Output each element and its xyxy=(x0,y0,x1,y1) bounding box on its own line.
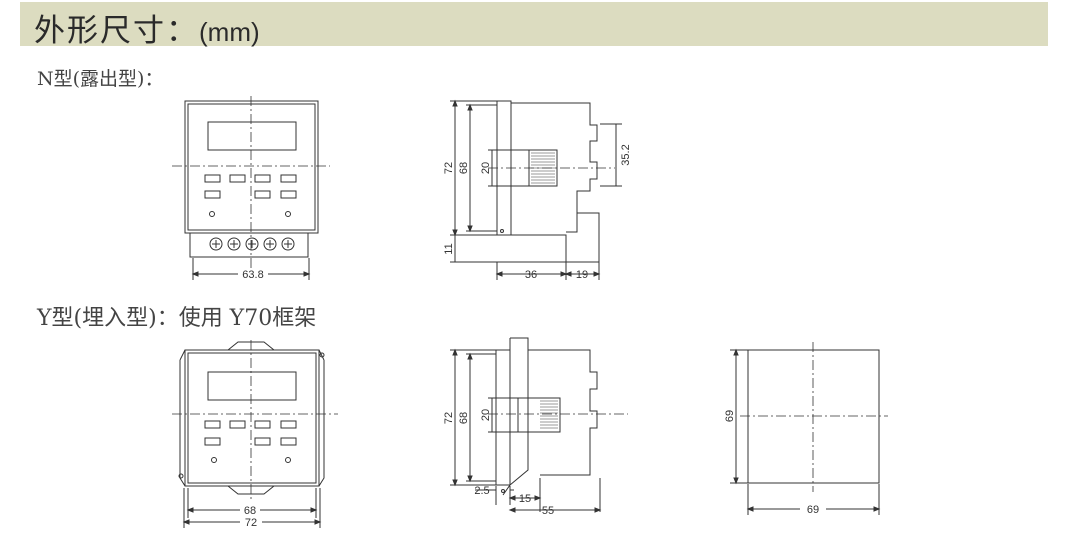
dim-n-side-terminal: 19 xyxy=(576,269,588,281)
dim-n-side-depth: 36 xyxy=(525,269,537,281)
dim-y-side-height-outer: 72 xyxy=(443,412,455,424)
y-side-body xyxy=(540,349,598,476)
n-front-display xyxy=(207,121,297,151)
dim-n-side-height-outer: 72 xyxy=(443,162,455,174)
n-front-body xyxy=(184,100,319,234)
dim-y-front-inner: 68 xyxy=(244,505,256,517)
dim-y-front-outer: 72 xyxy=(245,517,257,529)
y-type-label: Y型(埋入型)：使用 Y70框架 xyxy=(37,306,317,331)
n-front-bezel xyxy=(187,103,316,231)
n-terminal-block xyxy=(189,232,309,258)
y-side-frame xyxy=(502,337,540,496)
panel-cutout-view xyxy=(730,342,888,515)
y-side-panel xyxy=(495,349,511,486)
n-front-keys xyxy=(204,174,297,199)
dim-y-side-flange: 15 xyxy=(519,493,531,505)
y-side-view xyxy=(450,337,628,513)
y-front-frame xyxy=(184,349,320,487)
dim-n-side-height-inner: 68 xyxy=(458,162,470,174)
y-front-keys xyxy=(204,420,297,446)
n-side-body xyxy=(511,102,600,263)
cutout-rect xyxy=(747,349,880,484)
dim-y-side-depth: 55 xyxy=(542,505,554,517)
dim-n-side-connector: 20 xyxy=(480,162,492,174)
n-side-view xyxy=(450,99,622,280)
section-title: 外形尺寸：(mm) xyxy=(34,5,260,50)
n-terminals xyxy=(209,237,295,251)
dim-cutout-width: 69 xyxy=(807,504,819,516)
title-text: 外形尺寸： xyxy=(34,13,199,49)
y-front-view xyxy=(172,340,338,528)
dim-cutout-height: 69 xyxy=(724,410,736,422)
n-front-view xyxy=(172,96,330,280)
dim-n-side-base: 11 xyxy=(443,243,455,254)
n-front-led-right xyxy=(285,211,291,217)
title-unit: (mm) xyxy=(199,17,260,47)
section-header: 外形尺寸：(mm) xyxy=(20,2,1048,49)
dim-y-side-panel: 2.5 xyxy=(474,485,489,497)
dim-y-side-connector: 20 xyxy=(480,409,492,421)
y-front-display xyxy=(207,371,297,401)
n-type-label: N型(露出型)： xyxy=(37,68,164,90)
y-side-connector xyxy=(517,397,561,433)
dim-y-side-height-inner: 68 xyxy=(458,412,470,424)
dim-n-side-rail: 35.2 xyxy=(620,144,632,165)
dim-n-front-width: 63.8 xyxy=(242,269,263,281)
n-front-led-left xyxy=(209,211,215,217)
